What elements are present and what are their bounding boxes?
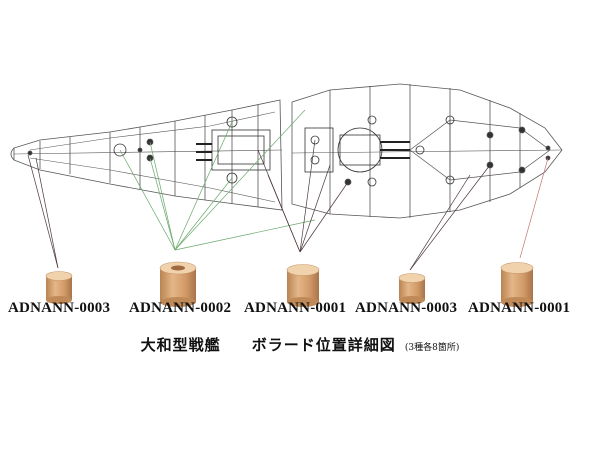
leader-lines-0001-bow — [519, 157, 549, 259]
bollard-1 — [45, 271, 73, 304]
leader-lines-0001-center — [257, 139, 349, 253]
bollard-2 — [159, 261, 197, 307]
part-code-2: ADNANN-0002 — [129, 300, 232, 316]
leader-lines-0003-left — [27, 154, 59, 269]
part-code-4: ADNANN-0003 — [355, 300, 458, 316]
part-code-3: ADNANN-0001 — [244, 300, 347, 316]
bollard-4 — [398, 273, 426, 304]
leader-lines-0002 — [119, 109, 316, 251]
figure-title: ボラード位置詳細図 — [251, 336, 396, 354]
quantity-note: (3種各8箇所) — [404, 343, 460, 353]
part-code-1: ADNANN-0003 — [8, 300, 111, 316]
part-code-5: ADNANN-0001 — [468, 300, 571, 316]
figure-caption: 大和型戦艦 ボラード位置詳細図 (3種各8箇所) — [0, 334, 600, 355]
ship-class-title: 大和型戦艦 — [140, 336, 221, 354]
stern-hull-plan — [10, 99, 283, 211]
bollard-3 — [286, 264, 320, 307]
bollard-5 — [500, 262, 534, 307]
leader-lines-0003-right — [409, 164, 491, 271]
bow-hull-plan — [291, 83, 563, 219]
bow-hull-outline — [291, 83, 563, 219]
stern-hull-outline — [13, 99, 283, 211]
